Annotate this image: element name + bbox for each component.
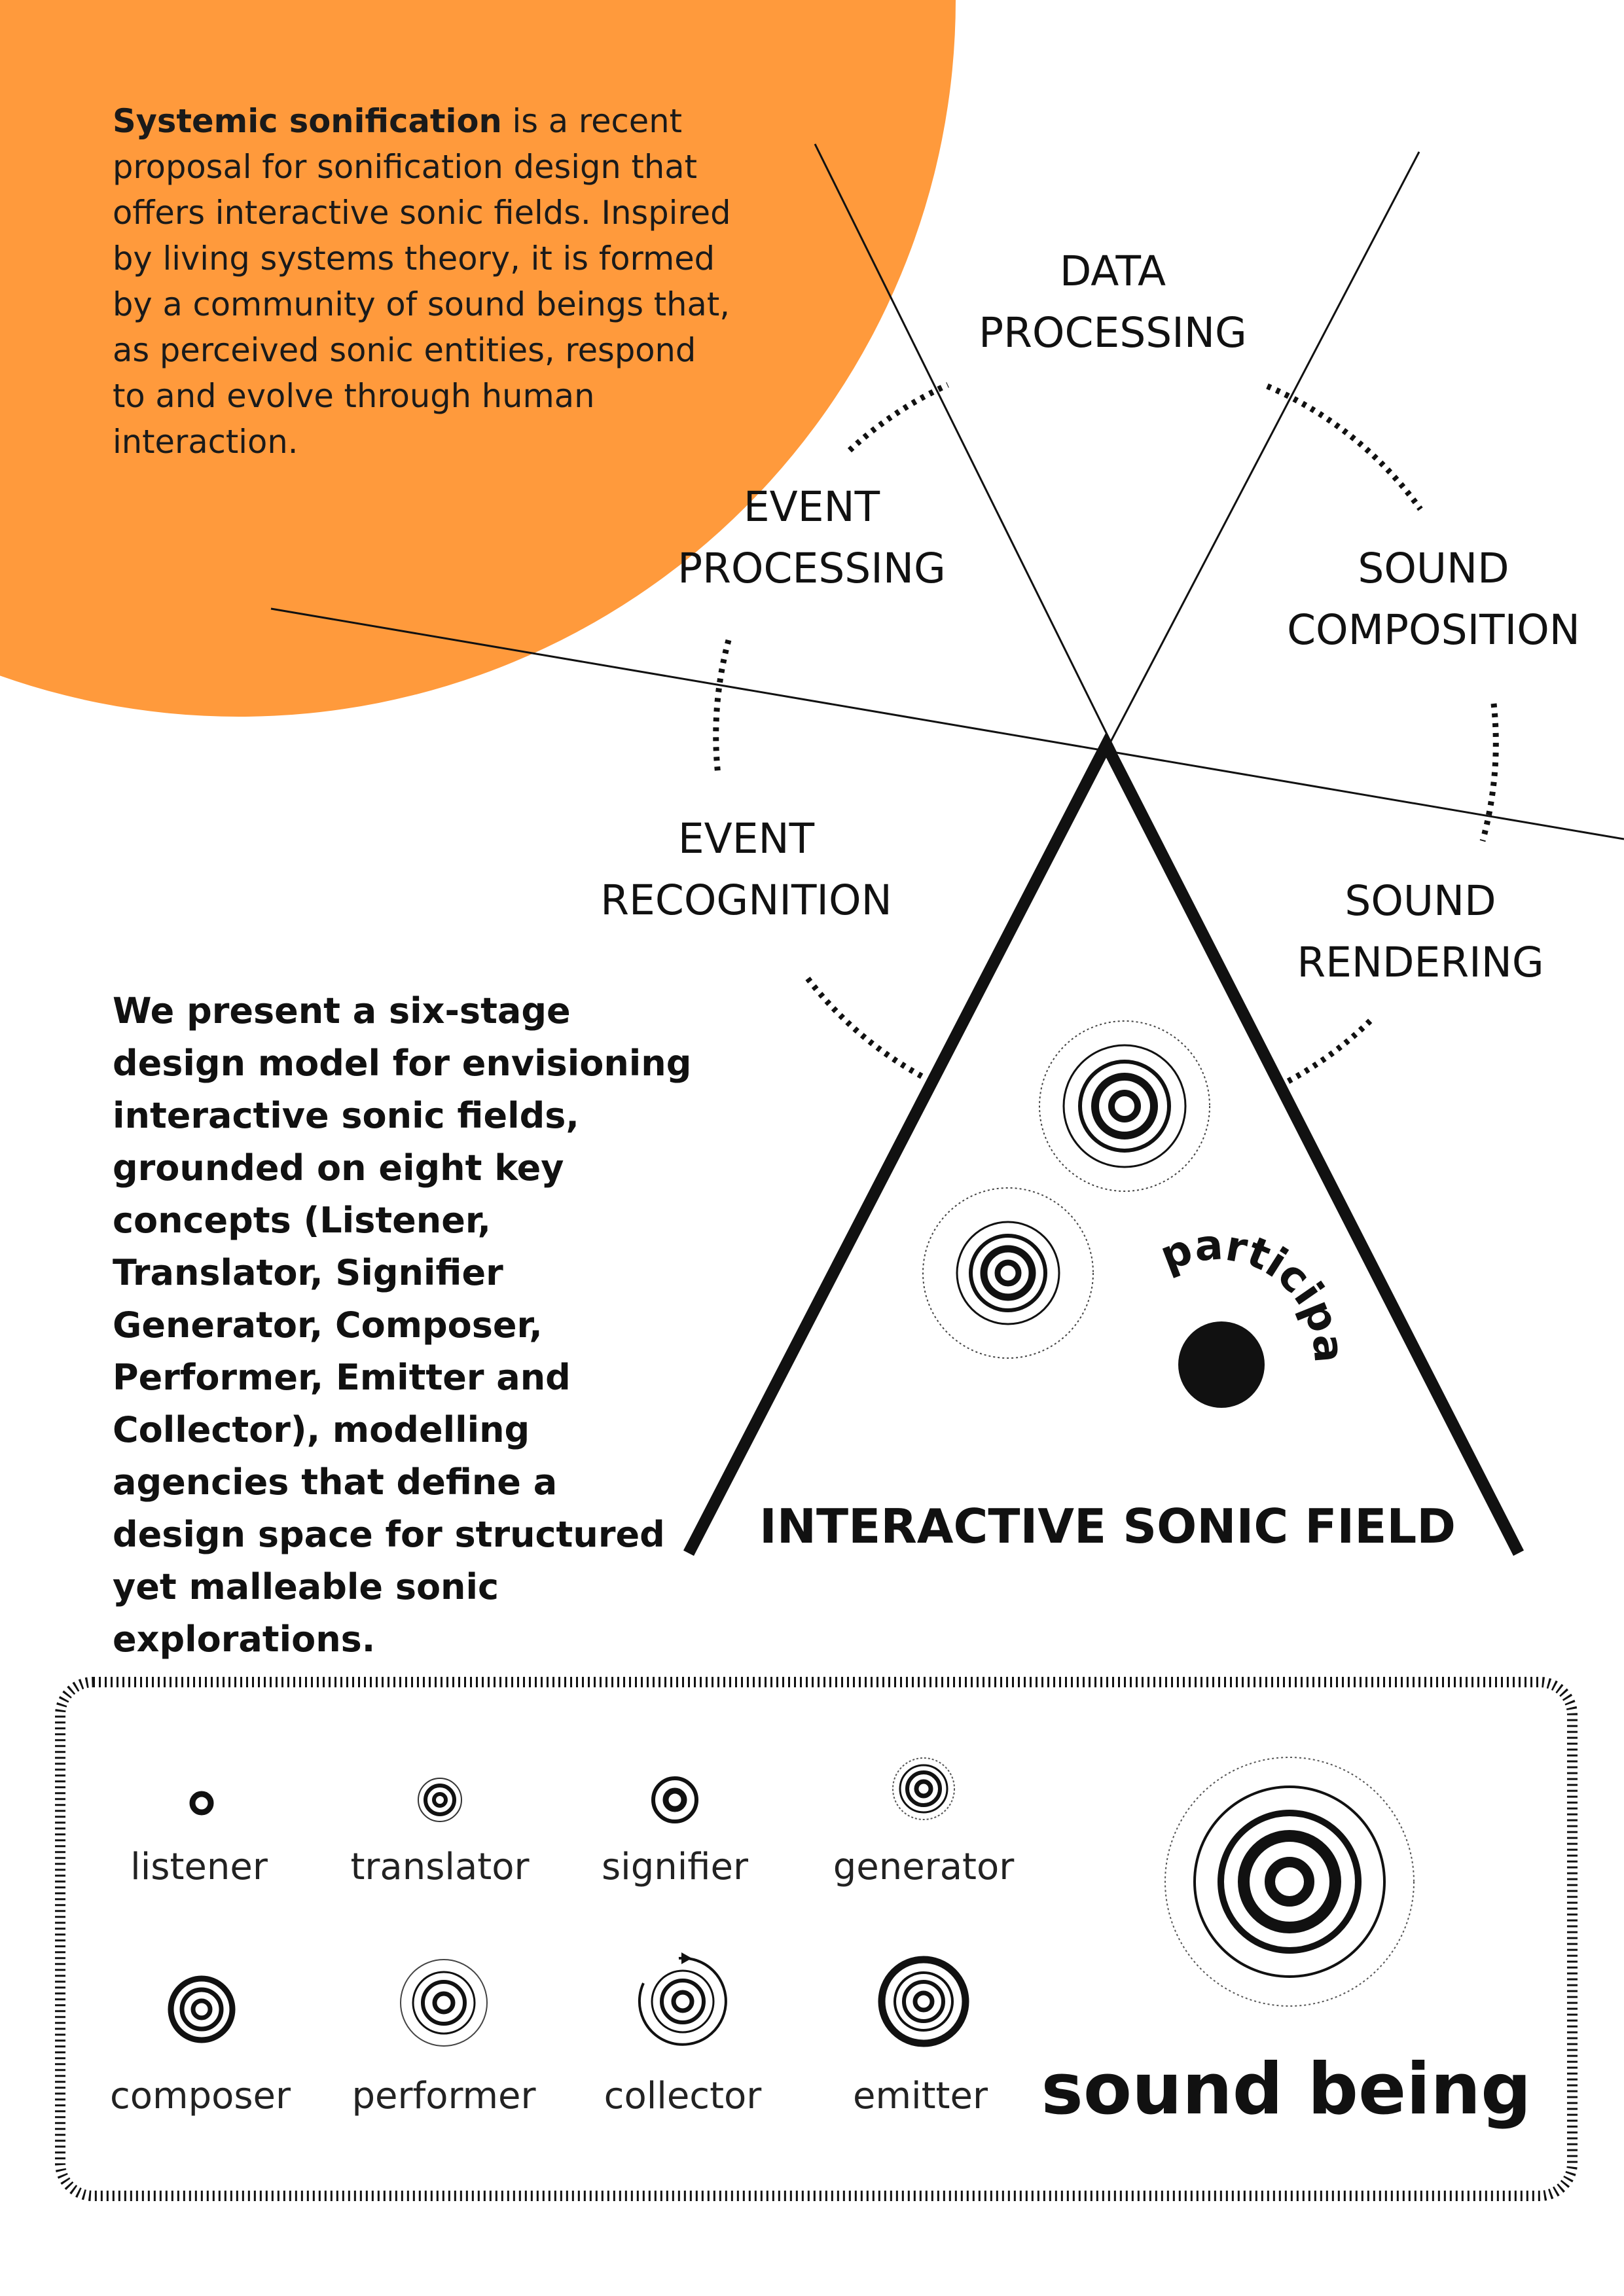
stage-sound-rendering: SOUND RENDERING xyxy=(1263,870,1578,994)
legend-label-emitter: emitter xyxy=(853,2075,988,2117)
stage-event-recognition-line2: RECOGNITION xyxy=(600,876,892,924)
legend-frame xyxy=(55,1677,1578,2201)
dotted-arc-top-right xyxy=(1266,383,1423,511)
dotted-arc-top-left xyxy=(847,382,949,453)
axis-line-left xyxy=(814,143,1117,753)
stage-data-processing: DATA PROCESSING xyxy=(956,241,1270,364)
legend-label-sound-being: sound being xyxy=(1041,2049,1532,2130)
sound-being-upper xyxy=(1039,1020,1210,1192)
collector-icon xyxy=(638,1952,727,2046)
model-summary-paragraph: We present a six-stage design model for … xyxy=(113,990,692,1660)
orange-circle xyxy=(0,0,956,717)
stage-event-recognition-line1: EVENT xyxy=(677,815,815,863)
legend-label-collector: collector xyxy=(604,2075,762,2117)
listener-icon xyxy=(189,1791,214,1816)
performer-icon xyxy=(400,1959,488,2047)
stage-event-processing-line1: EVENT xyxy=(743,483,880,531)
intro-paragraph: Systemic sonification is a recent propos… xyxy=(113,98,734,465)
stage-data-processing-line2: PROCESSING xyxy=(979,309,1247,357)
legend-label-generator: generator xyxy=(833,1846,1015,1888)
emitter-icon xyxy=(878,1956,969,2047)
field-title: INTERACTIVE SONIC FIELD xyxy=(759,1499,1456,1554)
sound-being-icon xyxy=(1164,1757,1415,2007)
sound-being-lower xyxy=(922,1187,1094,1359)
stage-sound-rendering-line2: RENDERING xyxy=(1297,939,1544,986)
dotted-arcs xyxy=(713,382,1499,1084)
stage-event-processing-line2: PROCESSING xyxy=(677,545,946,592)
stage-sound-composition: SOUND COMPOSITION xyxy=(1263,538,1604,661)
legend-label-translator: translator xyxy=(350,1846,530,1888)
composer-icon xyxy=(168,1975,236,2043)
participant-dot xyxy=(1178,1321,1265,1408)
axis-line-horizontal xyxy=(270,607,1624,840)
stage-event-recognition: EVENT RECOGNITION xyxy=(576,808,916,931)
stage-sound-composition-line2: COMPOSITION xyxy=(1287,606,1580,654)
field-triangle xyxy=(683,732,1525,1556)
legend-label-composer: composer xyxy=(109,2075,291,2117)
legend-label-performer: performer xyxy=(352,2075,536,2117)
signifier-icon xyxy=(651,1776,698,1823)
intro-body: is a recent proposal for sonification de… xyxy=(113,102,731,461)
stage-event-processing: EVENT PROCESSING xyxy=(655,476,969,600)
stage-sound-composition-line1: SOUND xyxy=(1358,545,1509,592)
axis-lines xyxy=(270,143,1624,840)
axis-line-right xyxy=(1104,151,1420,753)
dotted-arc-low-right xyxy=(1286,1015,1376,1084)
stage-sound-rendering-line1: SOUND xyxy=(1344,877,1496,925)
intro-bold-term: Systemic sonification xyxy=(113,102,502,140)
translator-icon xyxy=(418,1778,462,1822)
generator-icon xyxy=(892,1757,955,1820)
dotted-arc-mid-left xyxy=(713,639,732,776)
legend-label-listener: listener xyxy=(130,1846,268,1888)
dotted-arc-mid-right xyxy=(1479,703,1499,842)
legend-label-signifier: signifier xyxy=(601,1846,749,1888)
dotted-arc-low-left xyxy=(805,977,928,1081)
stage-data-processing-line1: DATA xyxy=(1059,247,1166,295)
